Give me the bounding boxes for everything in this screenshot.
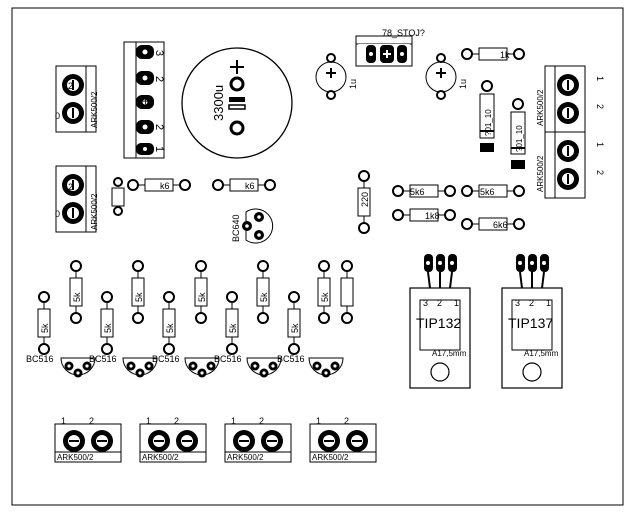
ark-connector-right-bottom (544, 131, 586, 199)
res-k6-b-label: k6 (245, 181, 255, 191)
transistor-bc640 (242, 208, 274, 244)
ark-pin-1: 1 (595, 76, 605, 81)
diode-left-label: ?01_10 (484, 109, 493, 136)
res-5k-label: 5k (259, 292, 269, 302)
ark-label-mid-left: ARK500/2 (90, 193, 99, 230)
tip137-pin-2: 2 (529, 298, 534, 308)
header-pin-1: 1 (153, 146, 165, 152)
diode-right (510, 98, 526, 169)
ark-label-right-bottom: ARK500/2 (536, 155, 545, 192)
ark-connector-right-top (544, 65, 586, 133)
heatsink-2-label: A17,5mm (524, 349, 559, 358)
ark-bottom-pin-2: 2 (259, 416, 264, 426)
capacitor-1u-left (315, 53, 347, 100)
ceramic-capacitor (111, 177, 125, 216)
ark-pin-label: 0 (55, 209, 60, 219)
tip137-pin-1: 1 (546, 298, 551, 308)
bc516-label-2: BC516 (89, 354, 117, 364)
header-pin-2b: 2 (153, 124, 165, 130)
capacitor-1u-right (425, 53, 457, 100)
ark-label-right-top: ARK500/2 (536, 89, 545, 126)
bc516-label-1: BC516 (26, 354, 54, 364)
cap-1u-left-label: 1u (348, 79, 358, 89)
res-5k-label: 5k (40, 323, 50, 333)
cap-3300u-label: 3300u (211, 85, 226, 121)
electrolytic-capacitor-3300u (181, 47, 293, 159)
heatsink-1-label: A17,5mm (432, 349, 467, 358)
tip132-pin-1: 1 (454, 298, 459, 308)
tip137-label: TIP137 (508, 315, 553, 331)
res-5k6-a-label: 5k6 (410, 187, 425, 197)
res-k6-a-label: k6 (160, 181, 170, 191)
header-pin-plus: + (142, 94, 149, 108)
res-220-label: 220 (360, 192, 370, 207)
ark-bottom-pin-1: 1 (61, 416, 66, 426)
header-pin-2: 2 (153, 76, 165, 82)
ark-label-top-left: ARK500/2 (90, 91, 99, 128)
ark-bottom-pin-1: 1 (316, 416, 321, 426)
ark-bottom-label-1: ARK500/2 (57, 453, 94, 462)
diode-right-label: ?01_10 (515, 125, 524, 152)
ark-pin-2: 2 (595, 104, 605, 109)
tip132-pin-3: 3 (423, 298, 428, 308)
bc516-label-3: BC516 (152, 354, 180, 364)
res-1k-label: 1k (500, 50, 510, 60)
ark-bottom-pin-2: 2 (89, 416, 94, 426)
res-5k-label: 5k (320, 292, 330, 302)
res-1k8-label: 1k8 (425, 211, 440, 221)
ark-pin-label: 2 (68, 81, 73, 91)
res-5k-label: 5k (72, 292, 82, 302)
bc516-label-5: BC516 (277, 354, 305, 364)
ark-pin-label: 2 (68, 182, 73, 192)
tip132-label: TIP132 (416, 315, 461, 331)
ark-bottom-pin-1: 1 (146, 416, 151, 426)
res-5k6-b-label: 5k6 (480, 187, 495, 197)
res-5k-label: 5k (290, 323, 300, 333)
ark-bottom-pin-2: 2 (344, 416, 349, 426)
bc516-label-4: BC516 (214, 354, 242, 364)
diode-left (479, 80, 495, 152)
tip137-pin-3: 3 (515, 298, 520, 308)
ark-bottom-pin-1: 1 (231, 416, 236, 426)
voltage-regulator (355, 35, 413, 67)
header-pin-3: 3 (153, 50, 165, 56)
res-5k-label: 5k (228, 323, 238, 333)
ark-bottom-label-4: ARK500/2 (312, 453, 349, 462)
res-5k-label: 5k (165, 323, 175, 333)
res-5k-label: 5k (103, 323, 113, 333)
regulator-label: 78_STOJ? (382, 28, 425, 38)
ark-bottom-pin-2: 2 (174, 416, 179, 426)
pin-header (123, 41, 165, 159)
ark-pin-1b: 1 (595, 142, 605, 147)
res-6k6-label: 6k6 (493, 220, 508, 230)
ark-pin-2b: 2 (595, 170, 605, 175)
res-5k-label: 5k (197, 292, 207, 302)
res-5k-label: 5k (134, 292, 144, 302)
bc640-label: BC640 (231, 214, 241, 242)
ark-bottom-label-3: ARK500/2 (227, 453, 264, 462)
ark-pin-label: 0 (55, 111, 60, 121)
ark-bottom-label-2: ARK500/2 (142, 453, 179, 462)
cap-1u-right-label: 1u (458, 79, 468, 89)
tip132-pin-2: 2 (437, 298, 442, 308)
